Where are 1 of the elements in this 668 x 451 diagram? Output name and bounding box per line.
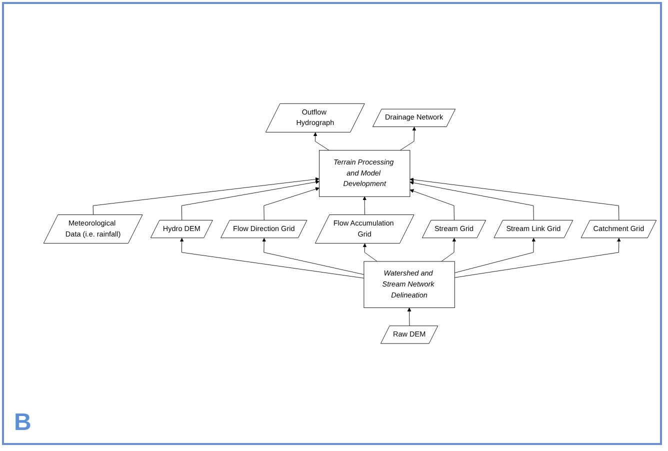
- panel-letter: B: [14, 409, 32, 437]
